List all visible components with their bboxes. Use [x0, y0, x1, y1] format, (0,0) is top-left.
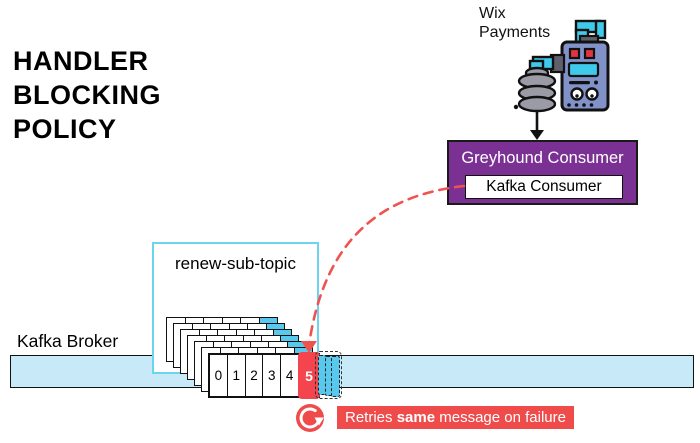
partition-cell-0: 0: [214, 368, 223, 383]
page-title-line: POLICY: [13, 114, 117, 144]
kafka-broker-label: Kafka Broker: [17, 331, 119, 351]
retry-note-prefix: Retries: [345, 409, 397, 426]
active-partition-cell: 5: [297, 352, 320, 399]
partition-cell-4: 4: [280, 355, 298, 396]
page-title-line: HANDLER: [13, 46, 149, 76]
page-title: HANDLER BLOCKING POLICY: [13, 44, 161, 146]
producer-label-line: Wix: [479, 5, 506, 22]
greyhound-consumer-label: Greyhound Consumer: [461, 149, 624, 167]
ghost-cell: [331, 356, 340, 397]
retry-note-bold: same: [396, 409, 436, 426]
retry-note-suffix: message on failure: [435, 409, 566, 426]
producer-label-line: Payments: [479, 24, 551, 41]
down-arrow-icon: [530, 112, 544, 140]
partition-cell-1: 1: [226, 355, 245, 396]
ghost-cells-outline: [315, 351, 342, 399]
kafka-consumer-box: Kafka Consumer: [465, 175, 623, 199]
topic-label: renew-sub-topic: [175, 254, 296, 273]
partition-strip-front: 0 1 2 3 4 5: [208, 352, 320, 399]
retry-circular-arrow-icon: [296, 404, 324, 432]
retry-dashed-arrow: [301, 184, 466, 353]
retry-note-badge: Retries same message on failure: [337, 406, 574, 429]
page-title-line: BLOCKING: [13, 80, 161, 110]
partition-cell-3: 3: [262, 355, 280, 396]
greyhound-consumer-box: Greyhound Consumer Kafka Consumer: [447, 140, 638, 205]
kafka-broker-bar: [10, 355, 694, 388]
producer-label: Wix Payments: [479, 4, 550, 42]
partition-cell-2: 2: [244, 355, 263, 396]
